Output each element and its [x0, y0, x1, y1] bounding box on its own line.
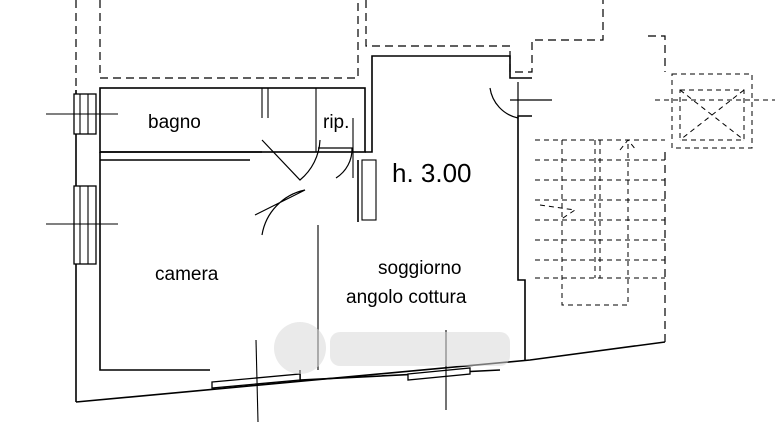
room-label-storage: rip. [323, 112, 349, 133]
ceiling-height-label: h. 3.00 [392, 158, 472, 188]
room-label-bedroom: camera [155, 264, 219, 285]
windows [46, 93, 471, 423]
watermark [274, 322, 510, 374]
bathroom-walls [99, 87, 366, 178]
neighbor-rooms-top [75, 0, 604, 86]
room-label-bath: bagno [148, 112, 201, 133]
staircase [535, 139, 665, 306]
room-label-kitchen-corner: angolo cottura [346, 287, 467, 308]
room-label-living: soggiorno [378, 258, 461, 279]
doors [254, 82, 552, 236]
shaft [655, 73, 775, 149]
living-walls [317, 55, 532, 370]
